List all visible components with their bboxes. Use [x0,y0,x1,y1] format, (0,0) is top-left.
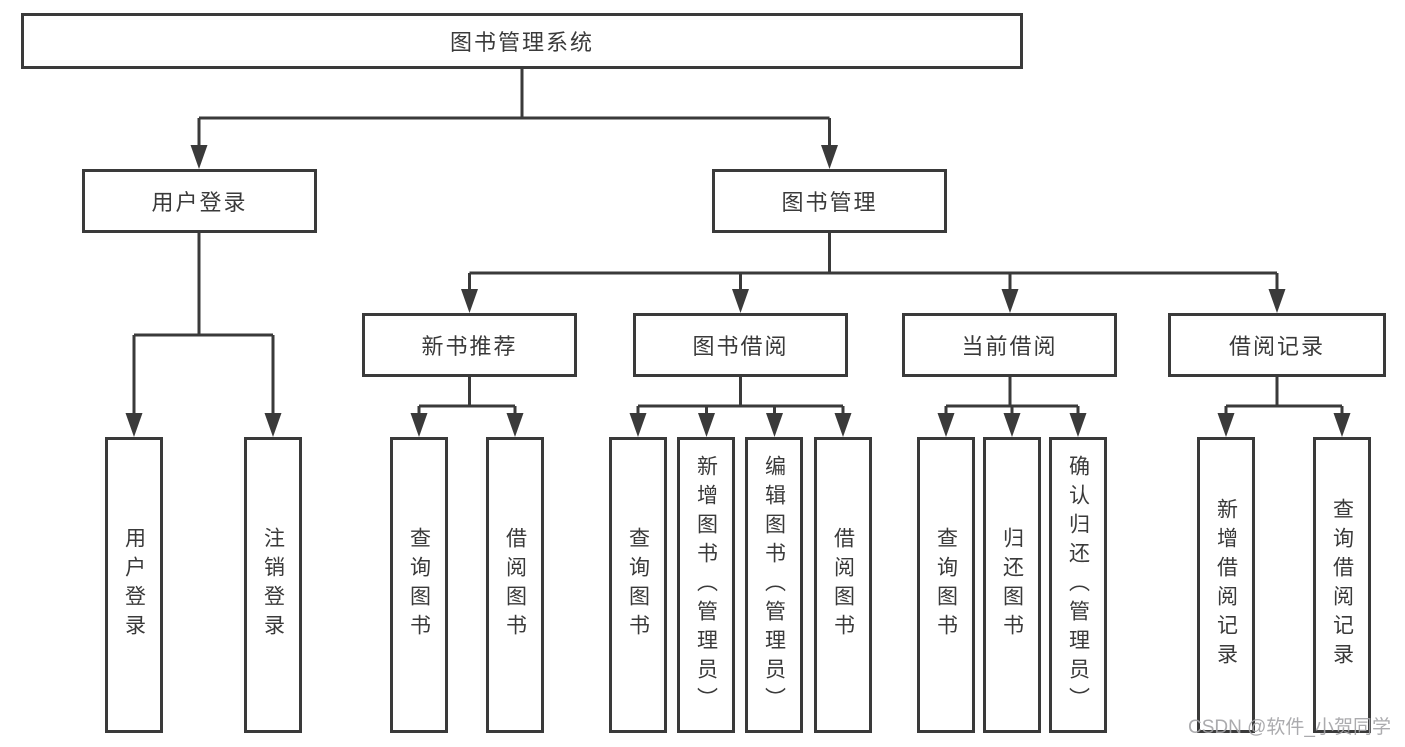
leaf-records-add-record-label: 新增借阅记录 [1214,498,1238,672]
leaf-borrow-borrow-books: 借阅图书 [814,437,872,733]
leaf-recommend-borrow-books-label: 借阅图书 [503,527,527,643]
node-new-book-recommend-label: 新书推荐 [421,334,518,359]
leaf-borrow-edit-books-admin-label: 编辑图书（管理员） [762,454,786,716]
arrowheads [125,145,1351,437]
leaf-borrow-add-books-admin-label: 新增图书（管理员） [694,454,718,716]
node-user-login: 用户登录 [82,169,317,233]
node-root-label: 图书管理系统 [449,30,594,55]
leaf-borrow-query-books: 查询图书 [609,437,667,733]
csdn-watermark: CSDN @软件_小贺同学 [1188,717,1391,738]
leaf-recommend-query-books: 查询图书 [390,437,448,733]
leaf-current-confirm-return-admin: 确认归还（管理员） [1049,437,1107,733]
leaf-borrow-edit-books-admin: 编辑图书（管理员） [745,437,803,733]
leaf-records-add-record: 新增借阅记录 [1197,437,1255,733]
node-current-borrow: 当前借阅 [902,313,1117,377]
node-current-borrow-label: 当前借阅 [961,334,1058,359]
node-book-borrow-label: 图书借阅 [692,334,789,359]
leaf-records-query-record-label: 查询借阅记录 [1330,498,1354,672]
node-borrow-records-label: 借阅记录 [1228,334,1325,359]
leaf-borrow-borrow-books-label: 借阅图书 [831,527,855,643]
leaf-user-login: 用户登录 [105,437,163,733]
leaf-current-confirm-return-admin-label: 确认归还（管理员） [1066,454,1090,716]
leaf-recommend-query-books-label: 查询图书 [407,527,431,643]
node-book-management: 图书管理 [712,169,947,233]
leaf-current-query-books-label: 查询图书 [934,527,958,643]
leaf-user-login-label: 用户登录 [122,527,146,643]
leaf-current-return-books: 归还图书 [983,437,1041,733]
leaf-borrow-add-books-admin: 新增图书（管理员） [677,437,735,733]
leaf-current-return-books-label: 归还图书 [1000,527,1024,643]
node-borrow-records: 借阅记录 [1168,313,1386,377]
node-new-book-recommend: 新书推荐 [362,313,577,377]
leaf-borrow-query-books-label: 查询图书 [626,527,650,643]
node-root: 图书管理系统 [21,13,1023,69]
node-user-login-label: 用户登录 [151,190,248,215]
leaf-recommend-borrow-books: 借阅图书 [486,437,544,733]
leaf-logout: 注销登录 [244,437,302,733]
node-book-borrow: 图书借阅 [633,313,848,377]
leaf-logout-label: 注销登录 [261,527,285,643]
leaf-records-query-record: 查询借阅记录 [1313,437,1371,733]
leaf-current-query-books: 查询图书 [917,437,975,733]
node-book-management-label: 图书管理 [781,190,878,215]
